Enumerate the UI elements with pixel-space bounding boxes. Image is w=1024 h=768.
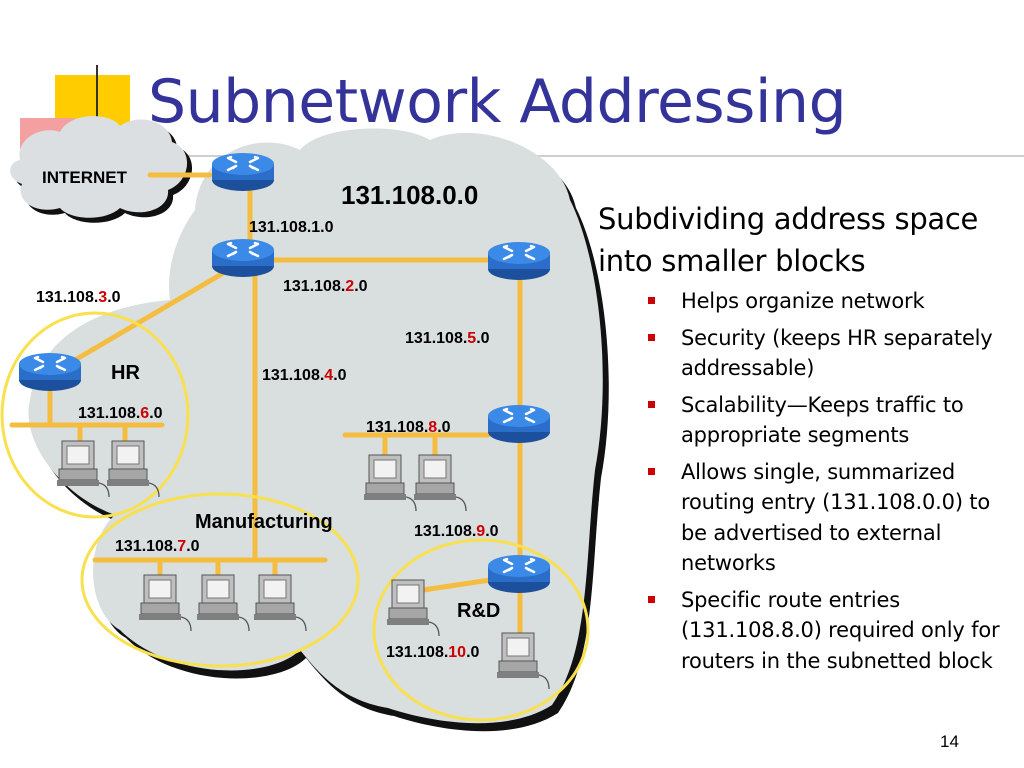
- subnet-label: 131.108.7.0: [115, 538, 200, 555]
- bullet-text: Specific route entries (131.108.8.0) req…: [681, 587, 1000, 673]
- bullet-text: Allows single, summarized routing entry …: [681, 459, 990, 576]
- internet-label: INTERNET: [42, 168, 128, 187]
- subnet-label: 131.108.10.0: [386, 644, 480, 661]
- slide-title: Subnetwork Addressing: [148, 67, 847, 137]
- network-label: 131.108.0.0: [341, 180, 478, 210]
- manufacturing-zone-ring: [80, 492, 360, 668]
- rnd-zone-ring: [372, 538, 590, 722]
- content-panel: Subdividing address space into smaller b…: [598, 198, 1018, 682]
- bullet-item: Scalability—Keeps traffic to appropriate…: [648, 390, 1018, 451]
- router-icon: [486, 240, 552, 282]
- bullet-item: Helps organize network: [648, 286, 1018, 317]
- router-icon: [210, 151, 276, 193]
- bullet-icon: [648, 467, 655, 475]
- subnet-label: 131.108.6.0: [78, 405, 163, 422]
- network-links: [9, 172, 523, 635]
- subnet-label: 131.108.8.0: [366, 419, 451, 436]
- bullet-icon: [648, 297, 655, 304]
- zone-rings: [0, 311, 590, 722]
- internet-cloud: [10, 116, 193, 223]
- bullet-text: Scalability—Keeps traffic to appropriate…: [681, 392, 964, 448]
- subnet-label: 131.108.3.0: [36, 289, 121, 306]
- router-icon: [210, 237, 276, 279]
- bullet-icon: [648, 333, 655, 341]
- lead-text: Subdividing address space into smaller b…: [598, 202, 979, 278]
- zone-label-hr: HR: [111, 362, 140, 384]
- subnet-label: 131.108.5.0: [405, 330, 490, 347]
- bullet-item: Specific route entries (131.108.8.0) req…: [648, 585, 1018, 677]
- router-icon: [486, 403, 552, 445]
- zone-label-rnd: R&D: [457, 600, 500, 622]
- page-number: 14: [940, 732, 959, 751]
- bullet-text: Helps organize network: [681, 289, 925, 313]
- bullet-item: Allows single, summarized routing entry …: [648, 457, 1018, 579]
- subnet-label: 131.108.9.0: [414, 523, 499, 540]
- bullet-item: Security (keeps HR separately addressabl…: [648, 323, 1018, 384]
- hr-zone-ring: [0, 311, 190, 519]
- bullet-list: Helps organize network Security (keeps H…: [598, 286, 1018, 676]
- bullet-icon: [648, 400, 655, 408]
- subnet-label: 131.108.1.0: [249, 219, 334, 236]
- zone-label-manufacturing: Manufacturing: [195, 511, 333, 533]
- router-icon: [486, 553, 552, 595]
- router-icon: [17, 351, 83, 393]
- subnet-label: 131.108.2.0: [283, 278, 368, 295]
- bullet-text: Security (keeps HR separately addressabl…: [681, 325, 993, 381]
- subnet-label: 131.108.4.0: [262, 367, 347, 384]
- bullet-icon: [648, 595, 655, 603]
